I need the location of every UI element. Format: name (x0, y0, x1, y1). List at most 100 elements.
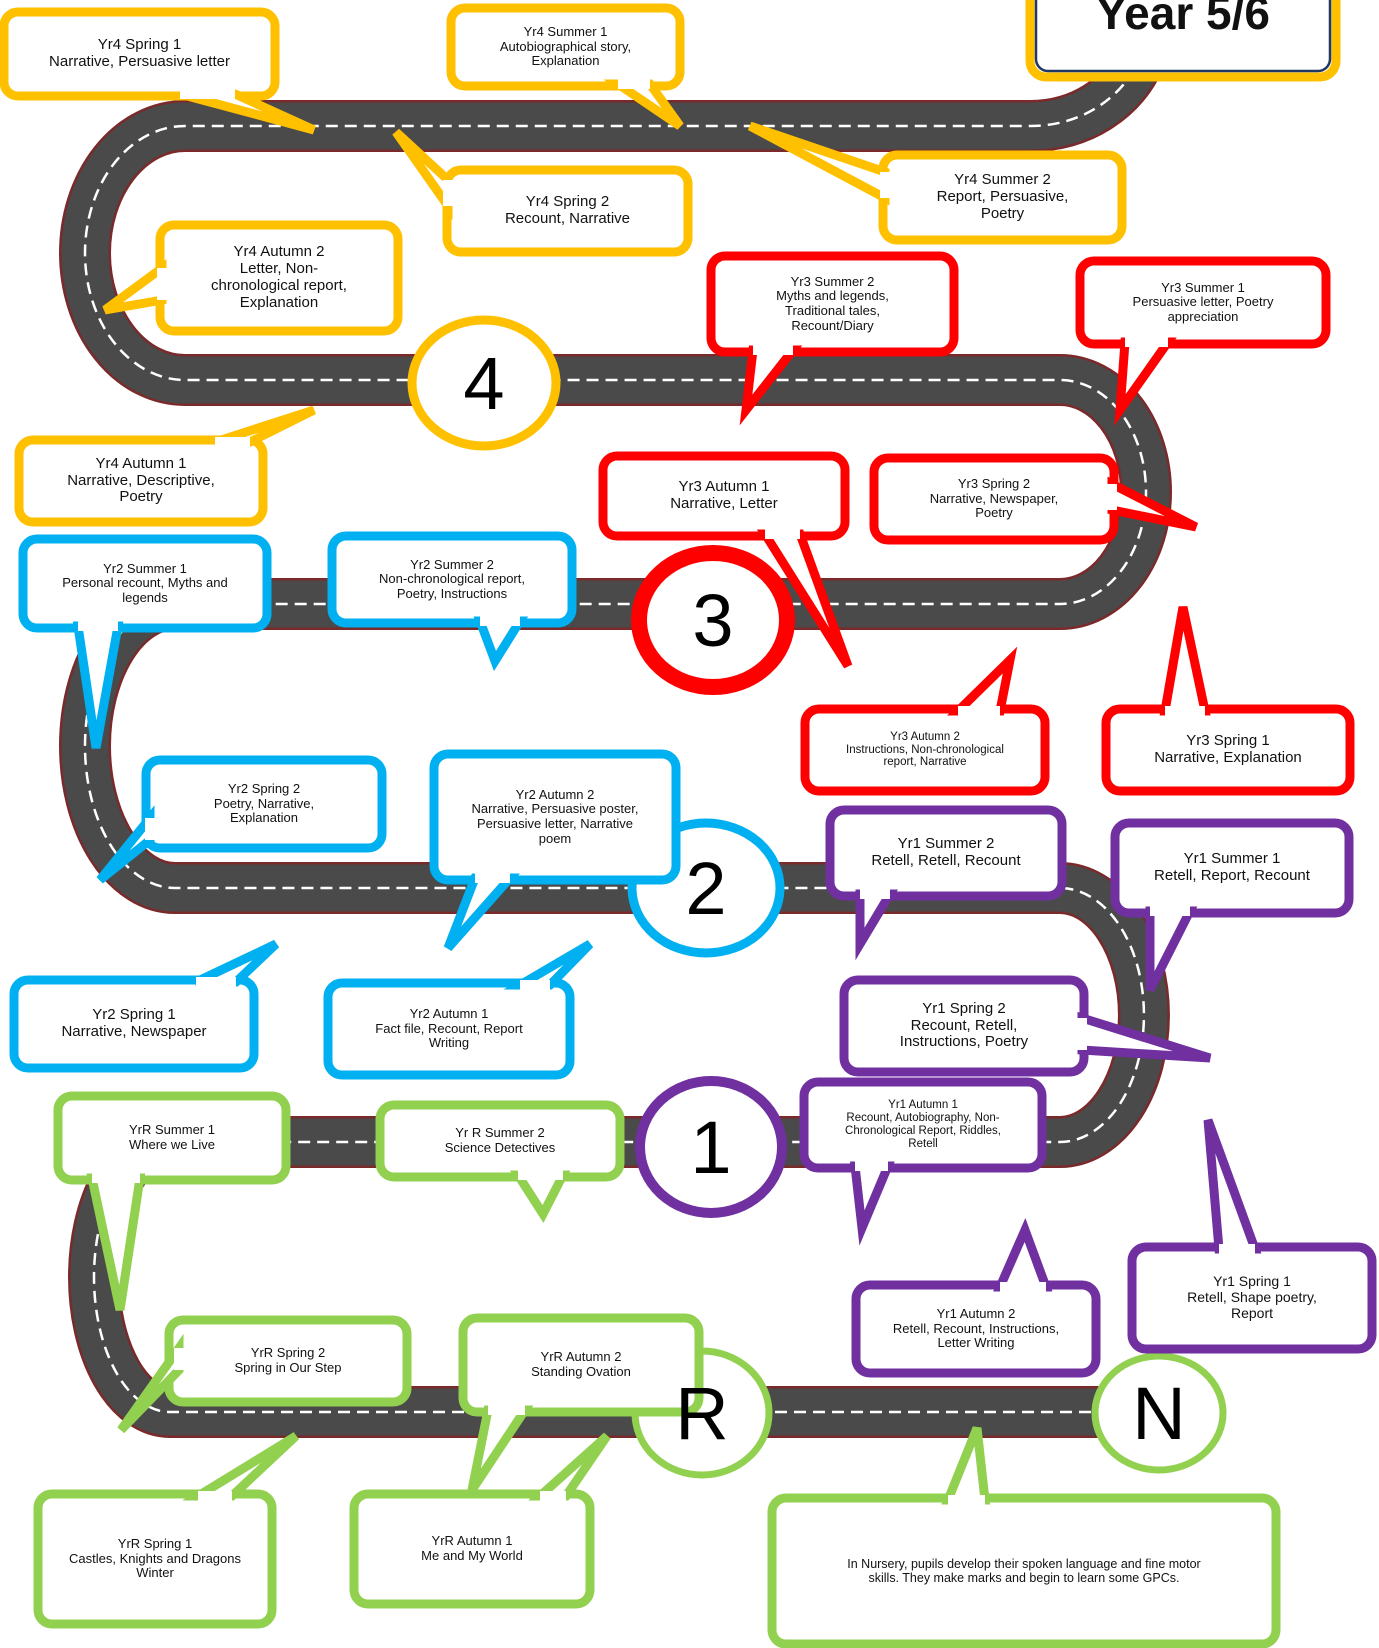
y4-summer-2-line: Poetry (980, 204, 1025, 222)
y1-summer-2-bubble-box (825, 805, 1067, 901)
y1-autumn-2-bubble-tail (993, 1217, 1053, 1292)
y1-spring-1-bubble (1127, 1118, 1377, 1354)
year-5-6-label: Year 5/6 (1096, 0, 1270, 39)
y1-summer-1-line: Yr1 Summer 1 (1183, 850, 1281, 868)
y1-summer-1-bubble (1110, 818, 1354, 993)
y2-spring-1-bubble-tail (194, 939, 280, 987)
y2-summer-1-line: Yr2 Summer 1 (103, 560, 187, 576)
yr-summer-1-line: YrR Summer 1 (129, 1122, 215, 1138)
y3-summer-2-line: Traditional tales, (785, 303, 880, 318)
y1-autumn-1-bubble (799, 1077, 1047, 1246)
y3-spring-2-bubble (869, 453, 1199, 545)
y2-spring-1-bubble-box (9, 975, 259, 1073)
y2-spring-1-line: Yr2 Spring 1 (92, 1006, 176, 1024)
y2-summer-1-line: Personal recount, Myths and (62, 575, 228, 591)
y1-autumn-1-line: Yr1 Autumn 1 (888, 1099, 958, 1112)
y4-summer-2-line: Report, Persuasive, (936, 188, 1069, 206)
y3-summer-1-bubble (1075, 256, 1331, 426)
y1-spring-2-line: Recount, Retell, (910, 1016, 1018, 1034)
yr-spring-1-line: Winter (136, 1565, 174, 1581)
yr-autumn-1-line: Me and My World (421, 1548, 523, 1563)
y3-autumn-2-line: Yr3 Autumn 2 (890, 730, 960, 743)
y4-summer-1-bubble-box (446, 3, 685, 91)
nursery-bubble-tail (941, 1426, 991, 1505)
yr-summer-1-line: Where we Live (129, 1137, 215, 1152)
y2-summer-2-line: Non-chronological report, (379, 571, 525, 587)
yr-spring-1-bubble (33, 1432, 300, 1629)
y2-autumn-1-line: Yr2 Autumn 1 (409, 1006, 489, 1022)
y2-summer-1-line: legends (122, 589, 168, 605)
y2-summer-1-bubble-tail (72, 621, 124, 749)
y2-spring-2-bubble-tail (96, 805, 155, 884)
y3-summer-2-line: Recount/Diary (791, 317, 874, 333)
y4-autumn-1-line: Narrative, Descriptive, (67, 471, 215, 489)
y3-spring-1-bubble (1101, 606, 1355, 796)
y2-autumn-1-bubble-box (323, 978, 575, 1080)
y2-summer-2-bubble-tail (473, 616, 529, 672)
y3-autumn-2-bubble-box (800, 704, 1050, 796)
yr-autumn-2-bubble-tail (467, 1405, 534, 1493)
y2-summer-1-bubble-box (18, 534, 272, 633)
y1-autumn-2-bubble-box (851, 1280, 1101, 1378)
y1-spring-2-line: Instructions, Poetry (899, 1033, 1029, 1051)
y3-spring-2-line: Poetry (975, 505, 1013, 521)
y3-summer-2-bubble-box (706, 251, 959, 357)
y2-autumn-1-line: Writing (428, 1035, 470, 1051)
y3-summer-1-line: appreciation (1167, 308, 1239, 324)
y4-summer-1-line: Autobiographical story, (499, 38, 632, 54)
sign-inner-border (1034, 0, 1332, 73)
y2-summer-2-line: Poetry, Instructions (396, 585, 508, 601)
y1-summer-1-bubble-box (1110, 818, 1354, 918)
y2-autumn-2-bubble (429, 749, 681, 951)
yr-autumn-1-bubble-box (349, 1489, 595, 1609)
y1-summer-1-line: Retell, Report, Recount (1154, 867, 1310, 884)
yr-summer-2-line: Yr R Summer 2 (455, 1125, 545, 1141)
y4-autumn-2-line: Letter, Non- (239, 260, 319, 278)
y3-summer-2-line: Myths and legends, (776, 288, 889, 304)
milestone-4-label: 4 (463, 341, 505, 425)
y2-autumn-1-bubble-tail (503, 940, 594, 990)
y4-autumn-2-bubble-tail (102, 259, 167, 315)
milestone-1-label: 1 (690, 1105, 732, 1189)
y4-autumn-2-line: Yr4 Autumn 2 (233, 243, 325, 261)
y1-spring-2-line: Yr1 Spring 2 (922, 999, 1006, 1017)
y3-summer-2-bubble-tail (739, 345, 803, 426)
y1-summer-2-line: Yr1 Summer 2 (897, 835, 995, 853)
y1-spring-1-line: Report (1230, 1304, 1274, 1321)
y3-summer-1-line: Persuasive letter, Poetry (1132, 294, 1274, 310)
y2-autumn-1-bubble (323, 940, 594, 1080)
y1-autumn-2-line: Retell, Recount, Instructions, (892, 1320, 1060, 1336)
y2-autumn-2-bubble-box (429, 749, 681, 885)
milestone-3-label: 3 (692, 578, 734, 662)
y2-summer-2-line: Yr2 Summer 2 (410, 556, 494, 572)
yr-spring-1-line: YrR Spring 1 (117, 1536, 193, 1552)
y3-summer-1-bubble-box (1075, 256, 1331, 349)
y4-summer-2-bubble-tail (747, 121, 890, 206)
y2-summer-2-bubble-box (327, 531, 577, 628)
milestone-r-label: R (675, 1371, 729, 1455)
y1-spring-2-bubble-tail (1077, 1011, 1212, 1063)
y1-autumn-1-line: Recount, Autobiography, Non- (846, 1112, 1000, 1125)
y4-summer-1-bubble-tail (603, 79, 684, 130)
y3-summer-2-line: Yr3 Summer 2 (790, 273, 875, 289)
y4-spring-1-line: Narrative, Persuasive letter (49, 53, 230, 70)
y4-summer-1-bubble (446, 3, 685, 130)
y4-spring-1-bubble-tail (178, 89, 316, 135)
y4-autumn-2-line: chronological report, (211, 277, 347, 294)
y4-autumn-1-bubble (14, 405, 317, 527)
